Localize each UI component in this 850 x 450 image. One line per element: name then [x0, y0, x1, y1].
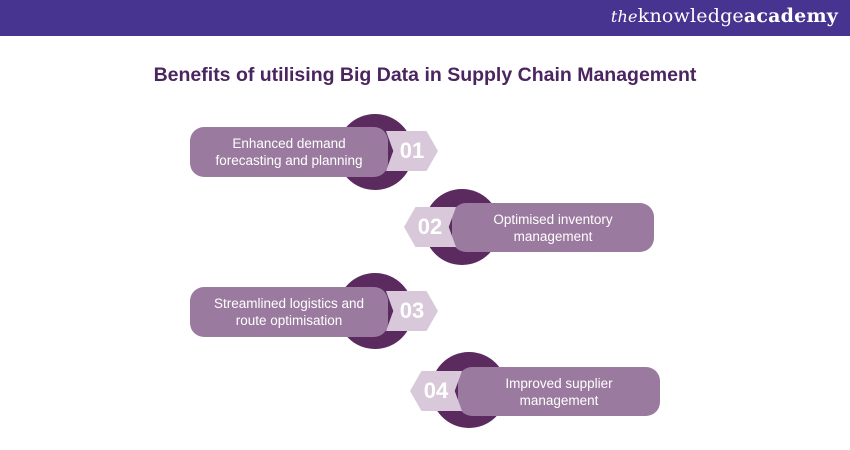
brand-academy: academy	[743, 5, 838, 27]
step-3-number: 03	[399, 298, 425, 323]
brand-the: the	[610, 7, 638, 26]
step-1-number: 01	[399, 138, 425, 163]
step-4-badge: 04	[410, 371, 462, 411]
step-2-box: Optimised inventory management	[452, 203, 654, 252]
step-2-number: 02	[417, 214, 443, 239]
step-1-badge: 01	[386, 131, 438, 171]
step-2-badge: 02	[404, 207, 456, 247]
step-1-box: Enhanced demand forecasting and planning	[190, 127, 388, 177]
step-2-text: Optimised inventory management	[493, 211, 613, 244]
step-4-number: 04	[423, 378, 449, 403]
brand-knowledge: knowledge	[637, 5, 744, 27]
header-bar: theknowledgeacademy	[0, 0, 850, 36]
step-4-box: Improved supplier management	[458, 367, 660, 416]
step-4-text: Improved supplier management	[505, 375, 613, 408]
diagram-title: Benefits of utilising Big Data in Supply…	[153, 64, 697, 86]
brand-logo[interactable]: theknowledgeacademy	[611, 5, 838, 27]
step-3-text: Streamlined logistics and route optimisa…	[213, 296, 365, 328]
step-3-badge: 03	[386, 291, 438, 331]
step-3-box: Streamlined logistics and route optimisa…	[190, 287, 388, 337]
step-1-text: Enhanced demand forecasting and planning	[215, 136, 363, 168]
